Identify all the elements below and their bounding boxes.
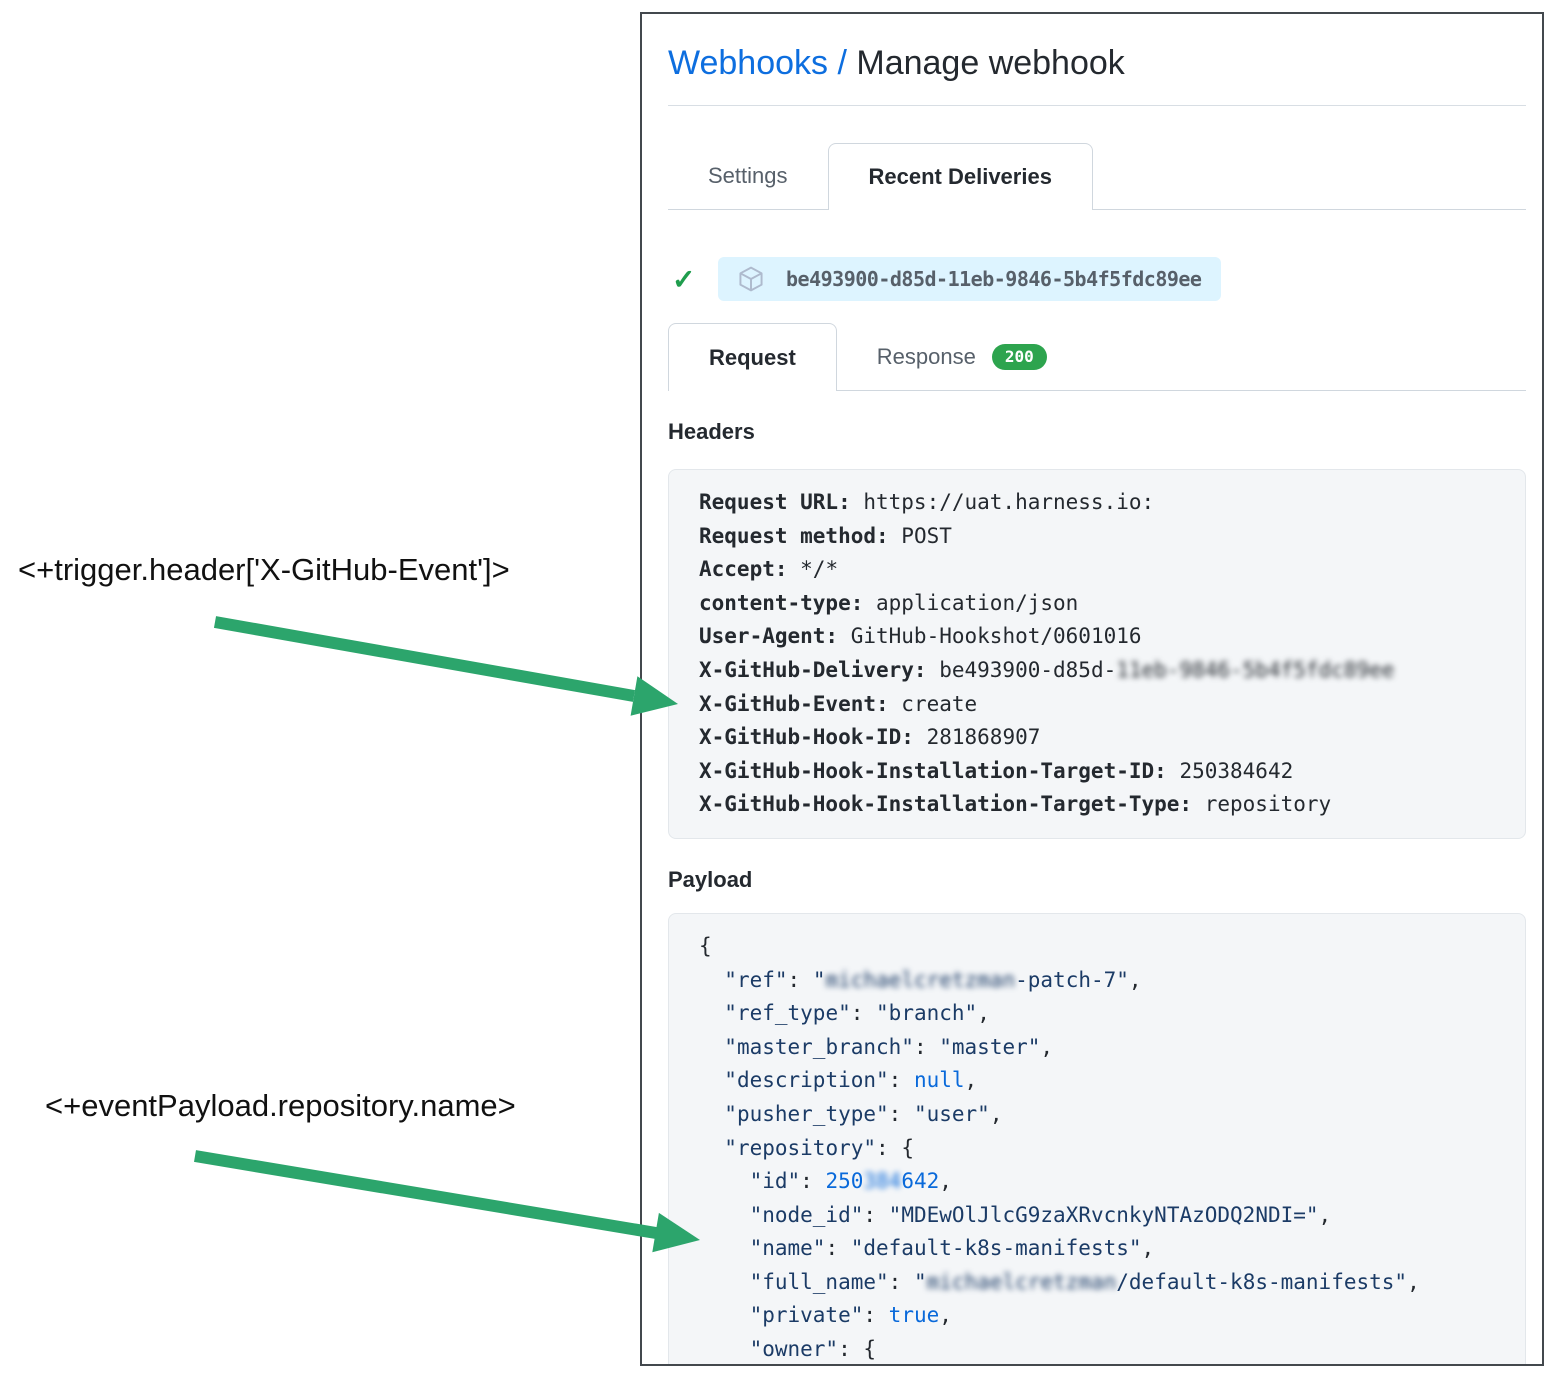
payload-line: "ref": "michaelcretzman-patch-7", <box>724 967 1142 992</box>
payload-line: "owner": { <box>749 1337 877 1362</box>
annotation-trigger-header-expression: <+trigger.header['X-GitHub-Event']> <box>18 552 510 587</box>
header-line: Request method: POST <box>699 523 952 548</box>
payload-section-title: Payload <box>668 866 753 892</box>
tab-response-label: Response <box>876 343 976 369</box>
header-line: content-type: application/json <box>699 590 1079 615</box>
headers-box: Request URL: https://uat.harness.io: Requ… <box>668 469 1526 839</box>
payload-line: "full_name": "michaelcretzman/default-k8… <box>749 1269 1420 1294</box>
delivery-guid-pill[interactable]: be493900-d85d-11eb-9846-5b4f5fdc89ee <box>718 257 1222 301</box>
payload-box: { "ref": "michaelcretzman-patch-7", "ref… <box>668 912 1526 1364</box>
tab-recent-deliveries[interactable]: Recent Deliveries <box>827 143 1093 210</box>
breadcrumb: Webhooks / Manage webhook <box>668 14 1526 106</box>
header-line: X-GitHub-Hook-ID: 281868907 <box>699 725 1041 750</box>
header-line: Request URL: https://uat.harness.io: <box>699 490 1155 514</box>
payload-line: "private": true, <box>749 1303 952 1328</box>
headers-section-title: Headers <box>668 419 755 444</box>
payload-line: { <box>699 933 712 958</box>
annotation-arrow-trigger-header <box>213 616 678 716</box>
payload-line: "pusher_type": "user", <box>724 1101 1003 1126</box>
delivery-guid: be493900-d85d-11eb-9846-5b4f5fdc89ee <box>786 267 1202 291</box>
tab-response[interactable]: Response 200 <box>837 323 1087 390</box>
header-line: X-GitHub-Event: create <box>699 691 978 716</box>
payload-line: "id": 250384642, <box>749 1169 952 1194</box>
payload-line: "name": "default-k8s-manifests", <box>749 1236 1155 1261</box>
header-line: Accept: */* <box>699 557 839 582</box>
header-line: X-GitHub-Delivery: be493900-d85d-11eb-98… <box>699 657 1395 682</box>
tab-request[interactable]: Request <box>668 323 837 391</box>
manage-webhook-panel: Webhooks / Manage webhook Settings Recen… <box>640 12 1544 1366</box>
response-status-badge: 200 <box>991 343 1047 370</box>
webhooks-link[interactable]: Webhooks / <box>668 44 857 82</box>
request-response-tabs: Request Response 200 <box>668 323 1526 391</box>
tab-settings[interactable]: Settings <box>708 163 788 188</box>
header-line: X-GitHub-Hook-Installation-Target-Type: … <box>699 792 1332 817</box>
payload-line: "master_branch": "master", <box>724 1034 1054 1059</box>
delivery-row: ✓ be493900-d85d-11eb-9846-5b4f5fdc89ee <box>668 257 1526 301</box>
annotation-arrow-repository-name <box>194 1150 700 1253</box>
header-line: X-GitHub-Hook-Installation-Target-ID: 25… <box>699 758 1294 783</box>
payload-line: "description": null, <box>724 1068 978 1093</box>
payload-line: "node_id": "MDEwOlJlcG9zaXRvcnkyNTAzODQ2… <box>749 1202 1332 1227</box>
delivery-success-check-icon: ✓ <box>672 263 696 295</box>
payload-line: "repository": { <box>724 1135 914 1160</box>
payload-line: "ref_type": "branch", <box>724 1001 990 1026</box>
header-line: User-Agent: GitHub-Hookshot/0601016 <box>699 624 1142 649</box>
annotation-event-payload-expression: <+eventPayload.repository.name> <box>45 1088 516 1123</box>
webhook-tabs: Settings Recent Deliveries <box>668 143 1526 210</box>
package-icon <box>739 266 763 292</box>
page-title: Manage webhook <box>856 44 1125 82</box>
